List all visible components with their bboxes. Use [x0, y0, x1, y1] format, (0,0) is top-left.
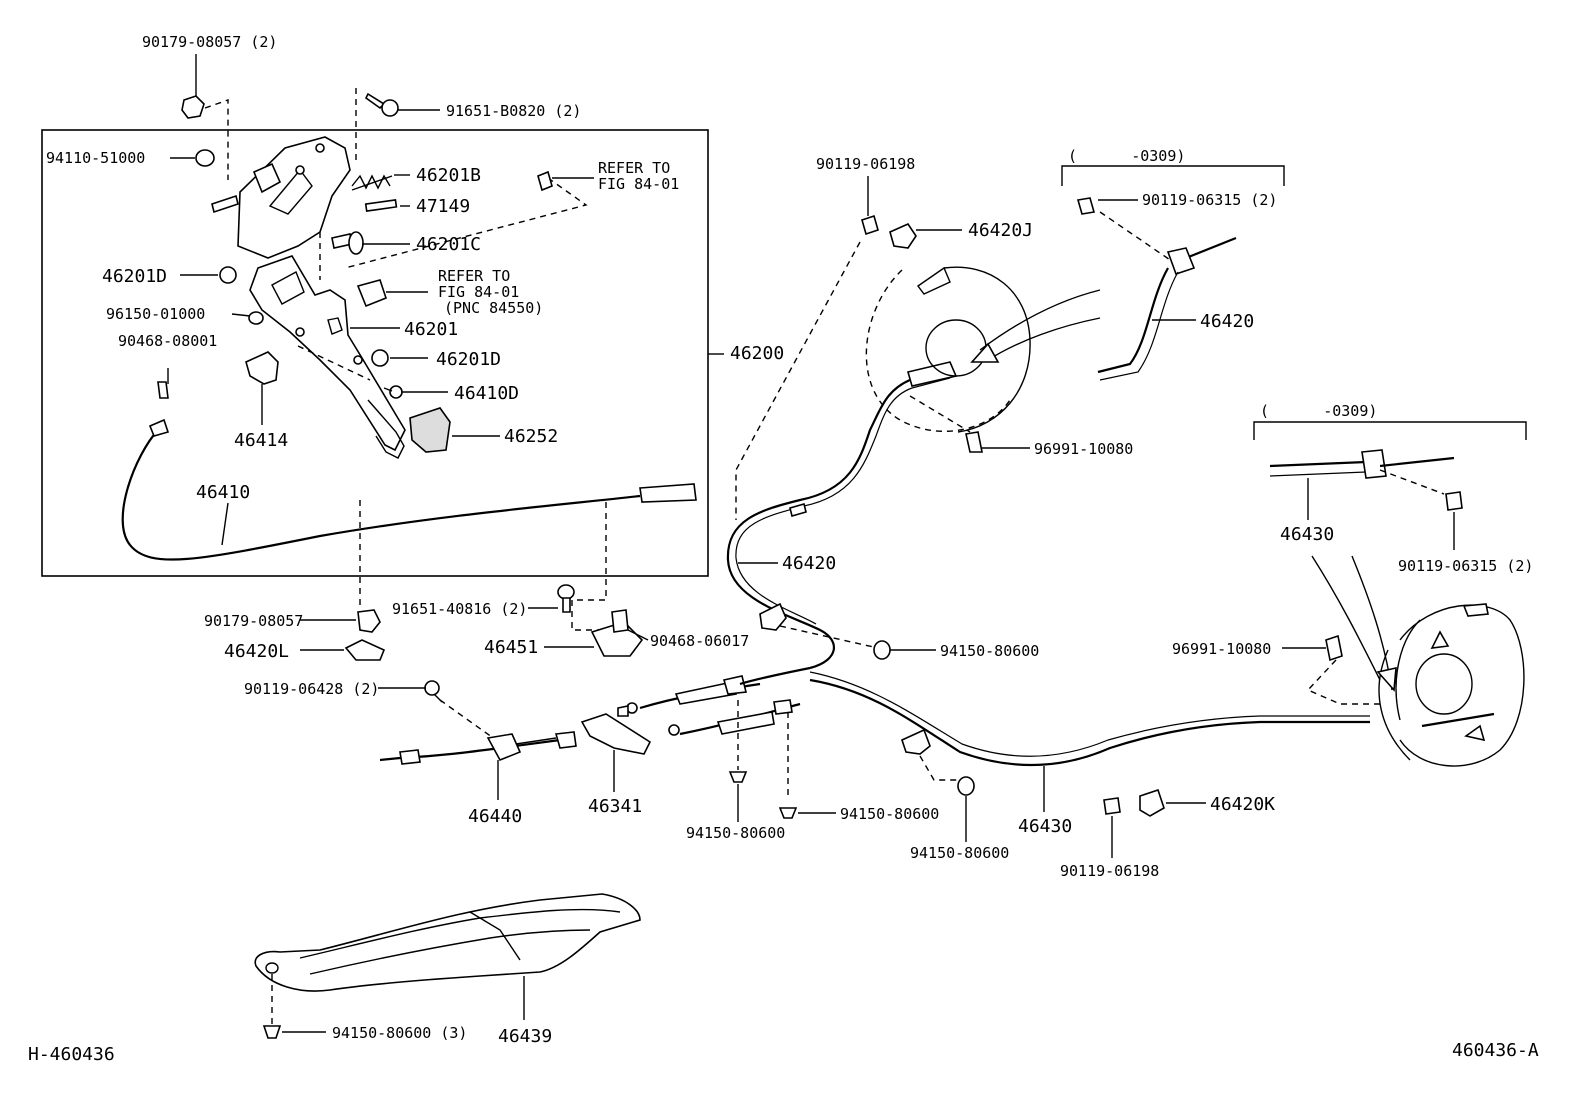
grommet-94150-80600-d[interactable] — [957, 776, 975, 796]
range-bracket-1 — [1061, 165, 1285, 186]
label-90119-06315-a: 90119-06315 (2) — [1142, 191, 1277, 209]
label-96150-01000: 96150-01000 — [106, 305, 205, 323]
label-46201d-a: 46201D — [102, 266, 167, 287]
nut-90179-08057[interactable] — [181, 95, 205, 119]
cable-46420-variant-upper[interactable] — [1097, 236, 1237, 381]
label-46201b: 46201B — [416, 165, 481, 186]
bolt-91651-b0820[interactable] — [364, 92, 399, 117]
label-46420-a: 46420 — [1200, 311, 1254, 332]
label-46430-a: 46430 — [1280, 524, 1334, 545]
clip-96991-10080-b[interactable] — [1325, 634, 1343, 662]
label-91651-b0820-2: 91651-B0820 (2) — [446, 102, 581, 120]
cable-46420[interactable] — [726, 361, 958, 686]
clip-46414[interactable] — [245, 351, 279, 385]
label-94150-80600-d: 94150-80600 — [910, 844, 1009, 862]
pin-47149[interactable] — [364, 199, 398, 212]
cable-46430-variant-upper[interactable] — [1269, 449, 1455, 479]
label-94150-80600-3: 94150-80600 (3) — [332, 1024, 467, 1042]
diagram-code-left: H-460436 — [28, 1044, 115, 1065]
bolt-91651-40816[interactable] — [557, 584, 575, 613]
assembly-46200-box — [41, 129, 709, 577]
label-94150-80600-a: 94150-80600 — [940, 642, 1039, 660]
label-94110-51000: 94110-51000 — [46, 149, 145, 167]
refer-2-line1: REFER TO — [438, 267, 510, 285]
label-46201d-b: 46201D — [436, 349, 501, 370]
label-90468-06017: 90468-06017 — [650, 632, 749, 650]
refer-1-line1: REFER TO — [598, 159, 670, 177]
label-46420k: 46420K — [1210, 794, 1275, 815]
washer-94110-51000[interactable] — [195, 149, 215, 167]
clip-96991-10080-a[interactable] — [965, 431, 983, 453]
brake-backing-plate-lower — [1378, 603, 1525, 767]
label-90119-06315-b: 90119-06315 (2) — [1398, 557, 1533, 575]
clip-96150-01000[interactable] — [248, 311, 264, 325]
label-46201: 46201 — [404, 319, 458, 340]
bracket-46420l[interactable] — [344, 639, 386, 661]
bolt-90119-06315-a[interactable] — [1076, 197, 1096, 215]
label-46200: 46200 — [730, 343, 784, 364]
cable-46440[interactable] — [379, 731, 577, 765]
bolt-refer-84-01[interactable] — [537, 170, 553, 192]
label-90119-06428-2: 90119-06428 (2) — [244, 680, 379, 698]
parking-brake-lever-46201[interactable] — [211, 136, 406, 459]
nut-46201d-lower[interactable] — [371, 349, 389, 367]
bolt-90119-06315-b[interactable] — [1445, 491, 1463, 511]
bolt-46410d[interactable] — [383, 385, 403, 399]
nut-46201d[interactable] — [219, 266, 237, 284]
label-46420l: 46420L — [224, 641, 289, 662]
label-46252: 46252 — [504, 426, 558, 447]
pin-46201c[interactable] — [331, 231, 364, 255]
label-46440: 46440 — [468, 806, 522, 827]
nut-94150-80600-c[interactable] — [778, 807, 798, 819]
label-94150-80600-b: 94150-80600 — [686, 824, 785, 842]
bracket-refer-84550[interactable] — [356, 279, 387, 308]
label-46201c: 46201C — [416, 234, 481, 255]
refer-2-line3: (PNC 84550) — [444, 299, 543, 317]
nut-94150-80600-3[interactable] — [262, 1025, 282, 1039]
cable-46430[interactable] — [809, 671, 1370, 767]
label-46451: 46451 — [484, 637, 538, 658]
refer-2-line2: FIG 84-01 — [438, 283, 519, 301]
label-90119-06198-b: 90119-06198 — [1060, 862, 1159, 880]
label-90119-06198-a: 90119-06198 — [816, 155, 915, 173]
range-label-2: ( -0309) — [1260, 402, 1377, 420]
label-46439: 46439 — [498, 1026, 552, 1047]
bolt-90119-06428[interactable] — [424, 680, 443, 703]
label-46414: 46414 — [234, 430, 288, 451]
label-46410: 46410 — [196, 482, 250, 503]
label-46420-b: 46420 — [782, 553, 836, 574]
refer-1-line2: FIG 84-01 — [598, 175, 679, 193]
label-46430-b: 46430 — [1018, 816, 1072, 837]
clamp-46420j[interactable] — [889, 222, 917, 249]
label-46410d: 46410D — [454, 383, 519, 404]
bolt-90119-06198-a[interactable] — [861, 214, 879, 236]
bolt-90119-06198-b[interactable] — [1103, 797, 1121, 815]
label-90468-08001: 90468-08001 — [118, 332, 217, 350]
label-46341: 46341 — [588, 796, 642, 817]
label-94150-80600-c: 94150-80600 — [840, 805, 939, 823]
label-90179-08057-2: 90179-08057 (2) — [142, 33, 277, 51]
cable-46410[interactable] — [121, 418, 697, 561]
label-91651-40816-2: 91651-40816 (2) — [392, 600, 527, 618]
knob-46252[interactable] — [409, 407, 451, 453]
label-96991-10080-b: 96991-10080 — [1172, 640, 1271, 658]
label-90179-08057: 90179-08057 — [204, 612, 303, 630]
heat-shield-46439[interactable] — [254, 893, 641, 992]
diagram-code-right: 460436-A — [1452, 1040, 1539, 1061]
nut-94150-80600-b[interactable] — [728, 771, 748, 783]
range-bracket-2 — [1253, 421, 1527, 440]
clip-90468-08001[interactable] — [157, 381, 169, 399]
grommet-94150-80600-a[interactable] — [873, 640, 891, 660]
range-label-1: ( -0309) — [1068, 147, 1185, 165]
nut-90179-08057-lower[interactable] — [357, 609, 381, 633]
label-46420j: 46420J — [968, 220, 1033, 241]
bracket-46341[interactable] — [580, 713, 652, 755]
cable-ends-46420-46430[interactable] — [617, 675, 801, 736]
spring-46201b[interactable] — [351, 174, 393, 191]
label-96991-10080-a: 96991-10080 — [1034, 440, 1133, 458]
label-47149: 47149 — [416, 196, 470, 217]
clamp-46420k[interactable] — [1139, 788, 1165, 817]
